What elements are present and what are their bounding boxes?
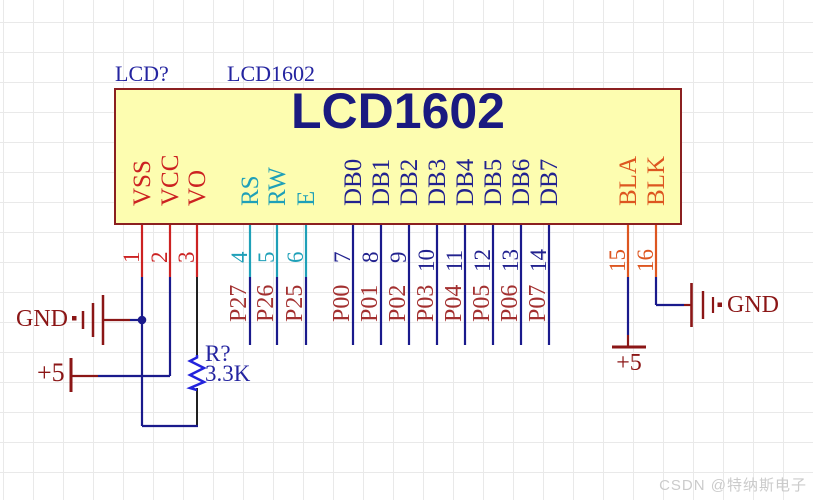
net-label-p04: P04 xyxy=(441,284,467,322)
pin-name-blk: BLK xyxy=(643,156,670,206)
pin-name-vo: VO xyxy=(184,169,211,206)
pin-name-rw: RW xyxy=(264,167,291,206)
pin-name-vcc: VCC xyxy=(157,154,184,206)
pin-name-e: E xyxy=(293,190,320,206)
gnd-right-dot xyxy=(717,302,722,307)
net-label-p27: P27 xyxy=(226,284,252,322)
component-title: LCD1602 xyxy=(291,83,505,139)
pin-number-5: 5 xyxy=(254,251,279,264)
pin-number-7: 7 xyxy=(330,251,355,264)
pin-number-11: 11 xyxy=(442,249,467,272)
pin-number-13: 13 xyxy=(498,249,523,272)
net-label-p07: P07 xyxy=(525,284,551,322)
watermark: CSDN @特纳斯电子 xyxy=(659,477,807,494)
pin-number-1: 1 xyxy=(119,251,144,264)
pin-number-10: 10 xyxy=(414,249,439,272)
component-designator: LCD? xyxy=(115,61,169,86)
pin-name-db0: DB0 xyxy=(340,158,367,206)
pin-number-9: 9 xyxy=(386,251,411,264)
pin-number-14: 14 xyxy=(526,249,551,272)
pin-name-db7: DB7 xyxy=(536,158,563,206)
net-label-p05: P05 xyxy=(469,284,495,322)
pin-name-bla: BLA xyxy=(615,156,642,206)
pin-number-3: 3 xyxy=(174,251,199,264)
resistor-symbol xyxy=(186,355,207,392)
pin-name-db1: DB1 xyxy=(368,158,395,206)
component-comment: LCD1602 xyxy=(227,61,315,86)
pin-name-rs: RS xyxy=(237,175,264,206)
pin-number-4: 4 xyxy=(227,251,252,264)
ground-label-right: GND xyxy=(727,292,779,318)
net-label-p25: P25 xyxy=(282,284,308,322)
power-label-right: +5 xyxy=(616,350,642,376)
net-label-p03: P03 xyxy=(413,284,439,322)
component-body: LCD1602 xyxy=(114,83,682,225)
junction-dot xyxy=(137,315,147,325)
pin-name-db3: DB3 xyxy=(424,158,451,206)
pin-name-vss: VSS xyxy=(129,160,156,206)
net-label-p02: P02 xyxy=(385,284,411,322)
pin-name-db2: DB2 xyxy=(396,158,423,206)
gnd-left-dot xyxy=(72,316,77,321)
pin-number-16: 16 xyxy=(633,249,658,272)
pin-number-6: 6 xyxy=(283,251,308,264)
ground-label-left: GND xyxy=(16,306,68,332)
net-label-p06: P06 xyxy=(497,284,523,322)
pin-number-12: 12 xyxy=(470,249,495,272)
resistor-designator: R? xyxy=(205,341,231,366)
resistor-value: 3.3K xyxy=(205,361,251,386)
pin-number-8: 8 xyxy=(358,251,383,264)
net-label-p01: P01 xyxy=(357,284,383,322)
pin-name-db5: DB5 xyxy=(480,158,507,206)
power-label-left: +5 xyxy=(37,358,65,387)
net-label-p26: P26 xyxy=(253,284,279,322)
net-label-p00: P00 xyxy=(329,284,355,322)
pin-name-db6: DB6 xyxy=(508,158,535,206)
pin-number-15: 15 xyxy=(605,249,630,272)
pin-name-db4: DB4 xyxy=(452,158,479,206)
pin-number-2: 2 xyxy=(147,251,172,264)
